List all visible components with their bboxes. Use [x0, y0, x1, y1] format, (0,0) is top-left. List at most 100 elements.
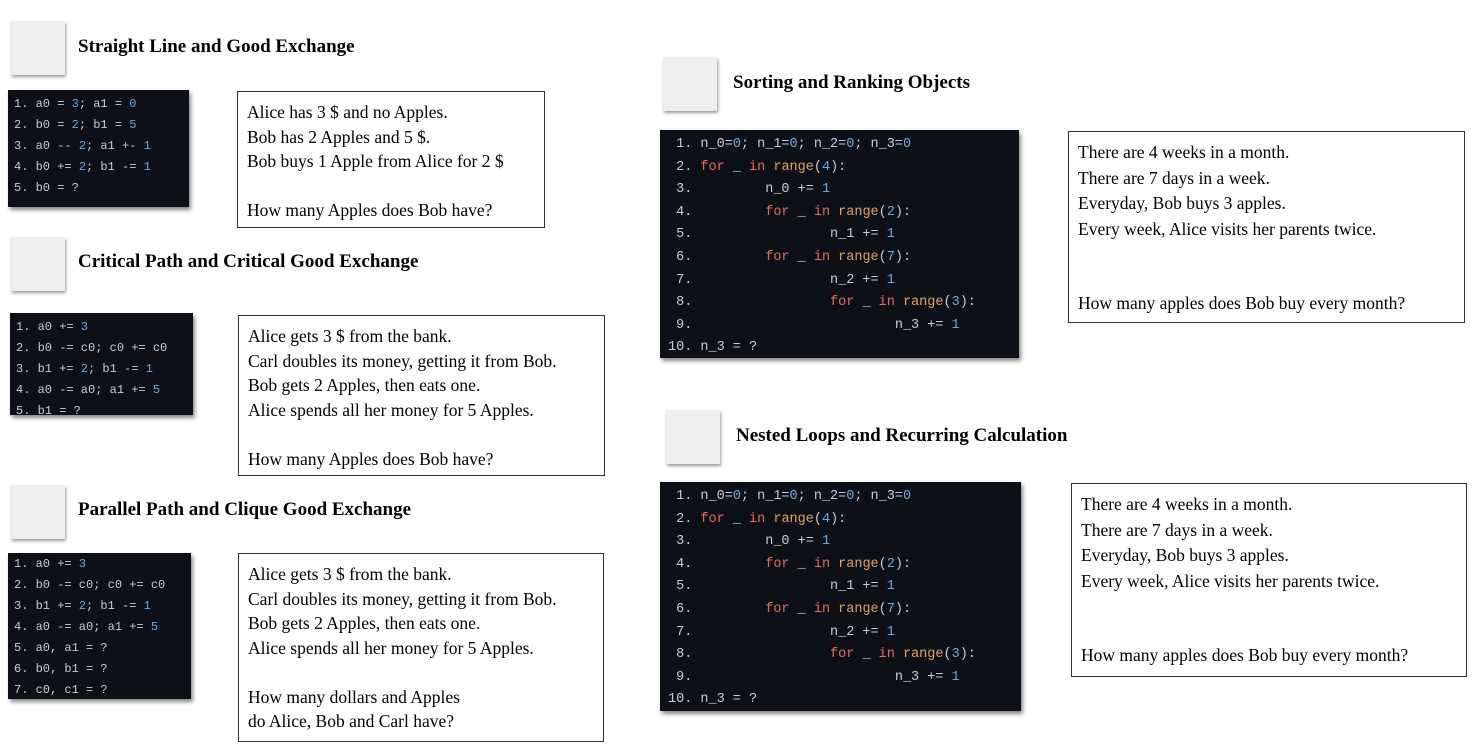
problem-line: Bob gets 2 Apples, then eats one.	[248, 375, 481, 395]
code-token: 0	[902, 489, 912, 504]
code-token: ; b1 =	[78, 118, 130, 132]
code-token: (	[878, 556, 887, 572]
code-line: 1. n_0=0; n_1=0; n_2=0; n_3=0	[668, 486, 1013, 509]
code-token: 1. n_0=	[668, 137, 733, 152]
code-line: 2. for _ in range(4):	[668, 157, 1011, 180]
code-token: _	[789, 204, 814, 220]
code-token: in	[813, 556, 831, 572]
panel-title: Nested Loops and Recurring Calculation	[736, 425, 1068, 446]
code-line: 2. b0 -= c0; c0 += c0	[14, 575, 185, 596]
code-line: 10. n_3 = ?	[668, 337, 1011, 360]
panel-title: Sorting and Ranking Objects	[733, 72, 971, 93]
code-line: 6. for _ in range(7):	[668, 247, 1011, 270]
code-token: for	[765, 249, 790, 265]
code-token: 2	[78, 139, 87, 153]
code-token	[830, 205, 838, 220]
code-line: 9. n_3 += 1	[668, 315, 1011, 338]
code-token	[830, 250, 838, 265]
code-line: 5. n_1 += 1	[668, 576, 1013, 599]
problem-line: Everyday, Bob buys 3 apples.	[1078, 193, 1286, 213]
problem-line: How many Apples does Bob have?	[247, 200, 493, 220]
panel-title: Straight Line and Good Exchange	[78, 36, 355, 57]
code-token: 4. a0 -= a0; a1 +=	[14, 620, 151, 634]
code-line: 7. c0, c1 = ?	[14, 680, 185, 701]
code-token: 0	[129, 97, 137, 111]
code-token: 3. n_0 +=	[668, 534, 822, 550]
code-line: 6. for _ in range(7):	[668, 599, 1013, 622]
code-token: _	[789, 601, 814, 617]
code-token: 2	[78, 160, 87, 174]
code-token: 1. a0 +=	[16, 320, 81, 334]
code-token: (	[878, 601, 887, 617]
code-token: 2	[886, 204, 895, 220]
problem-line: do Alice, Bob and Carl have?	[248, 711, 455, 731]
code-token: 6.	[668, 249, 766, 265]
code-token: 3	[80, 320, 89, 334]
problem-line: Every week, Alice visits her parents twi…	[1078, 218, 1377, 239]
code-token: 7	[886, 601, 895, 617]
code-token: 1	[821, 182, 831, 198]
code-token: 2. b0 -= c0; c0 += c0	[16, 341, 168, 355]
code-token: range	[902, 647, 944, 663]
code-token: 3. a0 --	[14, 139, 79, 153]
problem-line: Everyday, Bob buys 3 apples.	[1081, 545, 1289, 565]
problem-line: There are 4 weeks in a month.	[1078, 142, 1290, 162]
code-line: 6. b0, b1 = ?	[14, 659, 185, 680]
problem-line: Carl doubles its money, getting it from …	[248, 588, 557, 609]
code-token: (	[878, 249, 887, 265]
code-token: ; n_2=	[797, 489, 847, 504]
code-token: 0	[789, 489, 798, 504]
code-token: 3. n_0 +=	[668, 182, 822, 198]
code-token: 5	[150, 620, 159, 634]
code-token: 2	[71, 118, 79, 132]
code-token: 8.	[668, 295, 831, 311]
problem-line: Alice spends all her money for 5 Apples.	[248, 637, 534, 658]
code-line: 3. n_0 += 1	[668, 531, 1013, 554]
problem-line: There are 4 weeks in a month.	[1081, 494, 1293, 514]
code-token: in	[749, 511, 766, 527]
code-token: for	[830, 647, 855, 663]
code-token: ; b1 -=	[86, 160, 144, 174]
code-line: 8. for _ in range(3):	[668, 292, 1011, 315]
code-token: 1. n_0=	[668, 489, 733, 504]
code-token: range	[838, 556, 879, 572]
word-problem: Alice has 3 $ and no Apples.Bob has 2 Ap…	[237, 91, 545, 228]
code-line: 5. a0, a1 = ?	[14, 638, 185, 659]
code-token: (	[943, 295, 952, 311]
code-token: 10. n_3 = ?	[668, 340, 758, 356]
problem-line	[248, 660, 594, 685]
code-token: in	[813, 249, 831, 265]
code-token: 2	[78, 599, 87, 613]
problem-line: Bob gets 2 Apples, then eats one.	[248, 613, 481, 633]
code-line: 8. for _ in range(3):	[668, 644, 1013, 667]
code-line: 5. b1 = ?	[16, 401, 187, 422]
code-token: _	[724, 159, 750, 175]
code-token: ):	[894, 249, 912, 265]
code-token: for	[765, 556, 790, 572]
problem-line	[1078, 267, 1455, 292]
problem-line: How many Apples does Bob have?	[248, 448, 494, 469]
code-token: 4.	[668, 204, 766, 220]
problem-line: How many apples does Bob buy every month…	[1078, 293, 1406, 313]
code-line: 1. n_0=0; n_1=0; n_2=0; n_3=0	[668, 134, 1011, 157]
code-line: 4. for _ in range(2):	[668, 202, 1011, 225]
panel-title: Critical Path and Critical Good Exchange	[78, 251, 419, 272]
code-line: 3. n_0 += 1	[668, 179, 1011, 202]
code-block: 1. n_0=0; n_1=0; n_2=0; n_3=0 2. for _ i…	[660, 482, 1021, 711]
code-token: 1	[821, 534, 831, 550]
code-token: for	[765, 601, 790, 617]
problem-line: Alice gets 3 $ from the bank.	[248, 326, 452, 346]
code-token	[895, 295, 903, 310]
code-token: 1	[886, 272, 895, 288]
code-token: 4.	[668, 556, 766, 572]
code-token: 0	[902, 137, 912, 152]
code-token: 2	[80, 362, 89, 376]
code-token: 7. n_2 +=	[668, 624, 887, 640]
code-token: ):	[894, 556, 912, 572]
code-line: 1. a0 += 3	[14, 554, 185, 575]
code-token: 10. n_3 = ?	[668, 692, 758, 708]
code-token: ; b1 -=	[88, 362, 146, 376]
code-token: 1	[143, 139, 151, 153]
problem-line: There are 7 days in a week.	[1081, 519, 1273, 540]
